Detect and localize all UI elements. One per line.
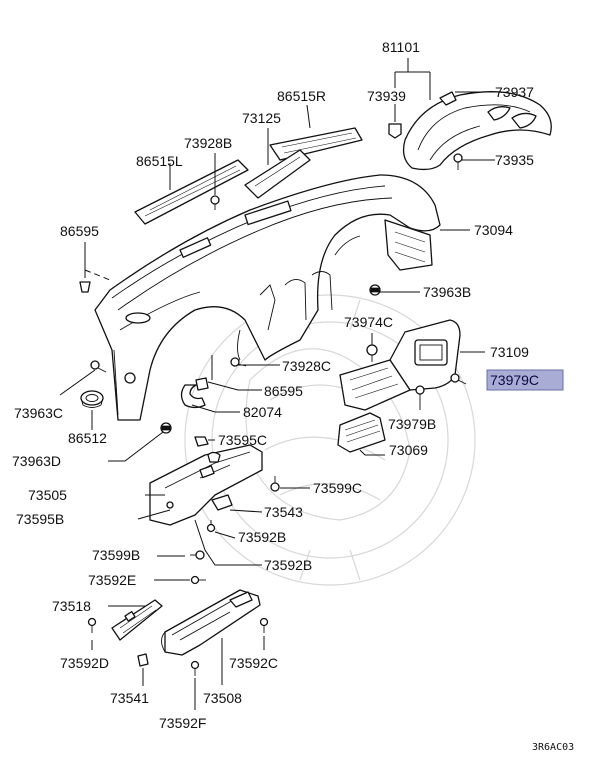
defroster-grille-86515R[interactable]	[269, 127, 363, 161]
label-86512[interactable]: 86512	[68, 430, 107, 446]
label-81101[interactable]: 81101	[382, 39, 420, 55]
center-panel-73109[interactable]	[339, 319, 461, 411]
label-73592E[interactable]: 73592E	[88, 572, 136, 588]
latch-73541[interactable]	[137, 653, 149, 667]
label-73518[interactable]: 73518	[52, 598, 91, 614]
leader-73595B	[137, 509, 171, 520]
label-73592F[interactable]: 73592F	[159, 715, 206, 731]
label-73592B-upper[interactable]: 73592B	[238, 529, 286, 545]
screw-73935-icon[interactable]	[453, 153, 463, 170]
side-defroster-duct-73125[interactable]	[244, 149, 311, 199]
screw-73592E-icon[interactable]	[190, 575, 207, 585]
leader-86595b	[207, 381, 262, 391]
label-73541[interactable]: 73541	[110, 690, 149, 706]
vent-73069[interactable]	[337, 412, 386, 453]
label-86515R[interactable]: 86515R	[277, 88, 326, 104]
screw-73599C-icon[interactable]	[270, 476, 280, 492]
bolt-73963D-icon[interactable]	[160, 422, 172, 434]
label-73069[interactable]: 73069	[389, 442, 428, 458]
clip-86595-lower-icon[interactable]	[195, 377, 209, 391]
leader-86515R	[306, 104, 311, 129]
screw-73974C-icon[interactable]	[366, 344, 378, 362]
label-73939[interactable]: 73939	[367, 88, 406, 104]
diagram-code: 3R6AC03	[532, 742, 574, 753]
leader-73963D	[108, 431, 164, 462]
label-73543[interactable]: 73543	[264, 504, 303, 520]
screw-73928C-icon[interactable]	[230, 357, 247, 367]
label-73979C[interactable]: 73979C	[490, 372, 539, 388]
clip-73939-icon[interactable]	[388, 123, 402, 139]
screw-73599B-icon[interactable]	[190, 550, 205, 560]
label-73094[interactable]: 73094	[474, 222, 513, 238]
leader-73592B-b	[194, 519, 262, 566]
instrument-panel-73094[interactable]	[94, 174, 441, 421]
label-73505[interactable]: 73505	[28, 487, 67, 503]
screw-73592C-icon[interactable]	[259, 617, 269, 634]
defroster-grille-86515L[interactable]	[134, 159, 249, 225]
bolt-73963B-icon[interactable]	[369, 284, 381, 296]
lower-panel-73505[interactable]	[149, 444, 263, 526]
nut-73595C-icon[interactable]	[194, 436, 209, 447]
label-73935[interactable]: 73935	[495, 152, 534, 168]
leader-73592B-a	[214, 531, 236, 539]
screw-73979B-icon[interactable]	[415, 385, 425, 410]
label-73599B[interactable]: 73599B	[92, 547, 140, 563]
label-73592B-lower[interactable]: 73592B	[264, 557, 312, 573]
cluster-hood-81101[interactable]	[402, 91, 552, 171]
harness-82074[interactable]	[180, 384, 206, 409]
hinge-73518[interactable]	[111, 599, 163, 641]
label-73595B[interactable]: 73595B	[16, 511, 64, 527]
label-73937[interactable]: 73937	[495, 84, 534, 100]
label-73974C[interactable]: 73974C	[344, 314, 393, 330]
leader-73543	[229, 509, 263, 513]
screw-73928B-icon[interactable]	[210, 195, 220, 210]
label-73928B[interactable]: 73928B	[184, 135, 232, 151]
label-73125[interactable]: 73125	[242, 110, 281, 126]
label-82074[interactable]: 82074	[243, 404, 282, 420]
bolt-73963C-icon[interactable]	[90, 360, 107, 373]
screw-73592D-icon[interactable]	[87, 617, 97, 634]
label-73928C[interactable]: 73928C	[282, 358, 331, 374]
label-86595-lower[interactable]: 86595	[264, 383, 303, 399]
leader-86595a-dashed	[84, 269, 111, 281]
screw-73592B-icon-a[interactable]	[206, 520, 216, 533]
label-73592C[interactable]: 73592C	[229, 655, 278, 671]
highlight-73979C	[486, 369, 564, 391]
label-73592D[interactable]: 73592D	[60, 655, 109, 671]
leader-82074	[191, 404, 240, 413]
label-86595-upper[interactable]: 86595	[60, 223, 99, 239]
label-73979B[interactable]: 73979B	[388, 416, 436, 432]
label-86515L[interactable]: 86515L	[136, 153, 183, 169]
bracket-73543[interactable]	[211, 494, 233, 511]
label-73109[interactable]: 73109	[490, 344, 529, 360]
label-73963D[interactable]: 73963D	[12, 453, 61, 469]
glove-box-73508[interactable]	[161, 589, 261, 656]
leader-73069	[359, 449, 385, 456]
grommet-86512[interactable]	[80, 390, 104, 408]
label-73599C[interactable]: 73599C	[313, 480, 362, 496]
screw-73592F-icon[interactable]	[190, 660, 200, 677]
leader-73963C	[59, 369, 96, 396]
label-73963B[interactable]: 73963B	[423, 284, 471, 300]
label-73963C[interactable]: 73963C	[14, 405, 63, 421]
label-73595C[interactable]: 73595C	[218, 432, 267, 448]
screw-73979C-icon[interactable]	[450, 373, 467, 385]
label-73508[interactable]: 73508	[203, 690, 242, 706]
clip-86595-icon[interactable]	[79, 281, 91, 293]
